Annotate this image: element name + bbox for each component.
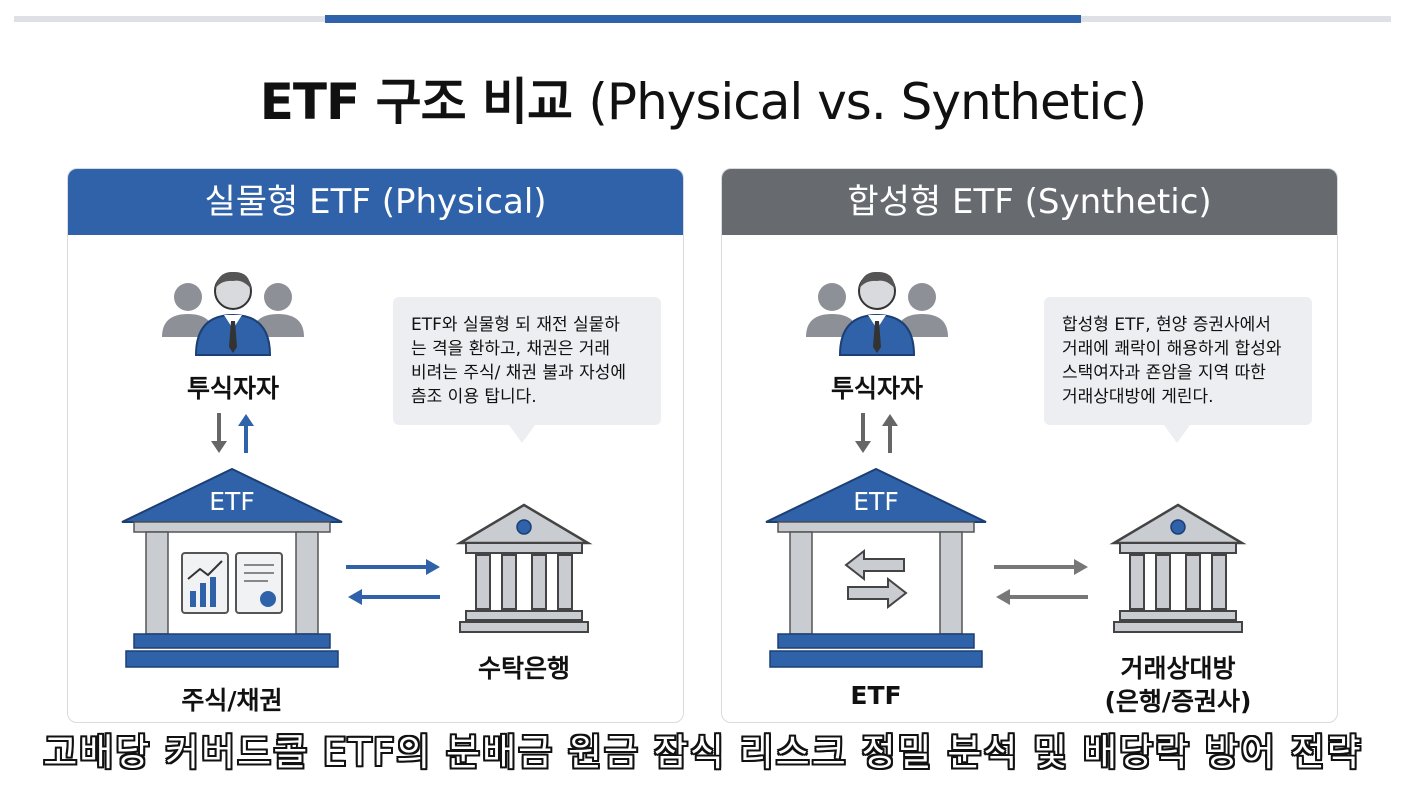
caption-overlay: 고배당 커버드콜 ETF의 분배금 원금 잠식 리스크 정밀 분석 및 배당락 … — [43, 731, 1363, 774]
bubble-tail — [1164, 425, 1190, 443]
counterparty-sublabel: (은행/증권사) — [1104, 687, 1252, 716]
physical-asset-label: 주식/채권 — [181, 686, 283, 715]
exchange-arrows-icon — [994, 559, 1088, 605]
synthetic-explanation-bubble: 합성형 ETF, 현양 증권사에서 거래에 쾌락이 해용하게 합성와 스택여자과… — [1044, 297, 1312, 443]
synthetic-panel: 합성형 ETF (Synthetic) 투식자자 합성형 ETF, 현양 증권사… — [721, 168, 1338, 723]
synthetic-asset-label: ETF — [850, 681, 902, 710]
synthetic-bubble-line-4: 거래상대방에 게린다. — [1062, 387, 1214, 407]
counterparty-label: 거래상대방 — [1120, 654, 1236, 683]
custodian-bank-label: 수탁은행 — [477, 654, 570, 683]
page-title-main: ETF 구조 비교 — [259, 73, 573, 131]
physical-etf-roof-label: ETF — [209, 487, 255, 516]
physical-bubble-line-4: 츰조 이용 탑니다. — [411, 387, 537, 407]
custodian-bank-icon — [455, 503, 593, 633]
page-title-sub: (Physical vs. Synthetic) — [588, 73, 1147, 131]
investor-etf-arrows-icon — [211, 413, 254, 453]
physical-bubble-line-3: 비려는 주식/ 채권 불과 자성에 — [411, 363, 627, 383]
investor-group-icon — [162, 271, 304, 356]
investor-etf-arrows-icon — [855, 413, 898, 453]
physical-explanation-bubble: ETF와 실물형 되 재전 실뭍하 는 격을 환하고, 채권은 거래 비려는 주… — [393, 297, 661, 443]
bubble-tail — [509, 425, 535, 443]
investor-group-icon — [806, 271, 948, 356]
exchange-arrows-icon — [346, 559, 440, 605]
physical-bubble-line-1: ETF와 실물형 되 재전 실뭍하 — [411, 315, 620, 335]
synthetic-panel-header: 합성형 ETF (Synthetic) — [722, 169, 1337, 235]
synthetic-etf-roof-label: ETF — [853, 487, 899, 516]
physical-investor-label: 투식자자 — [186, 374, 279, 403]
top-rule-accent — [325, 15, 1081, 23]
synthetic-etf-building-icon — [765, 467, 987, 668]
physical-bubble-line-2: 는 격을 환하고, 채권은 거래 — [411, 339, 611, 359]
page-title: ETF 구조 비교 (Physical vs. Synthetic) — [0, 62, 1406, 134]
physical-panel: 실물형 ETF (Physical) 투식자자 ETF와 실물형 되 재전 실뭍… — [67, 168, 684, 723]
synthetic-investor-label: 투식자자 — [830, 374, 923, 403]
synthetic-bubble-line-2: 거래에 쾌락이 해용하게 합성와 — [1062, 339, 1282, 359]
synthetic-bubble-line-3: 스택여자과 죤암을 지역 따한 — [1062, 363, 1266, 383]
synthetic-bubble-line-1: 합성형 ETF, 현양 증권사에서 — [1062, 315, 1271, 335]
physical-panel-header: 실물형 ETF (Physical) — [68, 169, 683, 235]
physical-etf-building-icon — [121, 467, 343, 668]
counterparty-bank-icon — [1109, 503, 1247, 633]
